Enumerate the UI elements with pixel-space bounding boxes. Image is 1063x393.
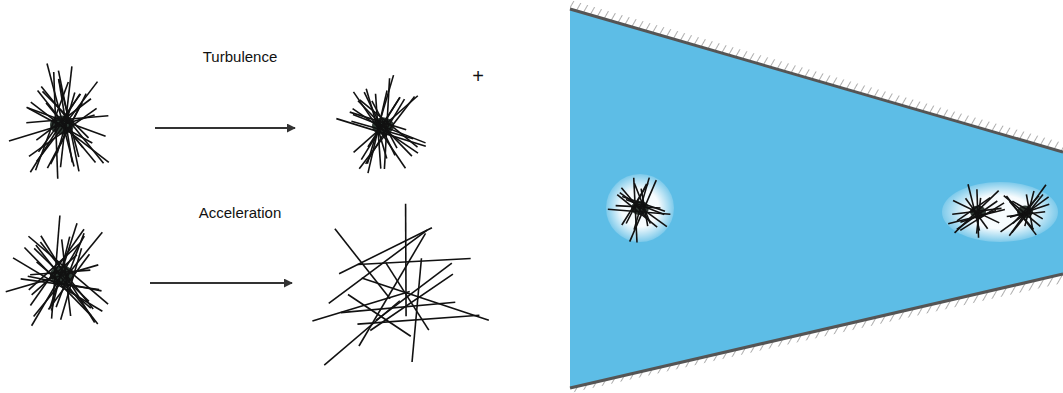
fibre-floc [336, 75, 425, 173]
floc-halo [942, 182, 1058, 242]
channel-wall [570, 9, 1063, 152]
fibre [358, 258, 471, 264]
fibre [1025, 191, 1034, 226]
plus-sign: + [472, 65, 484, 88]
fibre [59, 79, 73, 162]
fibre [34, 248, 89, 301]
fibre [1001, 197, 1049, 232]
fibre [312, 292, 409, 322]
fibre [362, 278, 489, 320]
fibre [360, 100, 418, 147]
fibre [54, 72, 58, 179]
fibre [28, 236, 108, 304]
flow-channel [570, 9, 1063, 388]
process-label: Acceleration [199, 204, 282, 221]
fibre-floc [1001, 185, 1050, 236]
fibre [353, 114, 426, 142]
fibre [960, 203, 1004, 230]
fibre [412, 258, 421, 362]
fibre-floc [312, 204, 488, 365]
fibre [41, 87, 103, 164]
process-arrow [155, 127, 295, 129]
fibre [38, 91, 83, 148]
fibre [1009, 185, 1046, 236]
fibre [616, 206, 661, 208]
fibre [41, 236, 95, 323]
fibre [617, 195, 657, 227]
fibre [336, 119, 425, 147]
fibre-floc [948, 184, 1005, 237]
process-arrow [150, 282, 292, 284]
floc-halo [606, 174, 674, 242]
process-label: Turbulence [203, 48, 278, 65]
fibre [339, 228, 432, 274]
wall-hatch [570, 274, 1063, 393]
fibre-flocs [6, 64, 1050, 365]
fibre-floc [9, 64, 109, 179]
fibre [405, 204, 407, 317]
fibre [47, 64, 74, 167]
wall-hatch [570, 0, 1063, 152]
channel [570, 0, 1063, 393]
fibre [36, 82, 69, 170]
channel-wall [570, 274, 1063, 388]
fibre [620, 193, 667, 227]
fibre [376, 263, 452, 320]
fibre-floc [608, 178, 671, 243]
fibre-floc [6, 215, 108, 325]
fibre [957, 201, 998, 229]
fibre [354, 96, 418, 153]
arrows [150, 128, 295, 283]
fibre [28, 276, 102, 291]
fibre [1004, 196, 1041, 227]
